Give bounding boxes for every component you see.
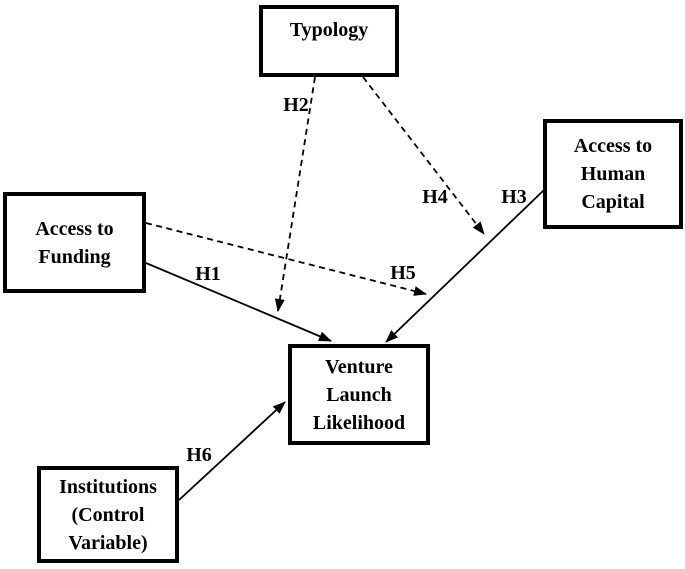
hypothesis-label-h5: H5	[390, 262, 416, 284]
node-typology-label: Typology	[289, 19, 369, 41]
arrow-h2-typology-to-h1-path	[274, 76, 316, 312]
node-typology: Typology	[259, 5, 399, 77]
hypothesis-label-h6: H6	[186, 444, 212, 466]
arrow-h1-funding-to-venture	[145, 262, 332, 342]
arrow-h6-institutions-to-venture	[178, 401, 286, 501]
hypothesis-label-h1: H1	[195, 263, 221, 285]
node-access-to-human-capital: Access to Human Capital	[543, 119, 683, 229]
node-institutions-control-variable-label: Institutions (Control Variable)	[59, 475, 157, 554]
node-access-to-funding-label: Access to Funding	[35, 217, 114, 268]
hypothesis-label-h2: H2	[283, 94, 309, 116]
arrow-h3-human-capital-to-venture	[385, 189, 545, 343]
arrow-h4-typology-to-h3-path	[362, 76, 485, 235]
node-venture-launch-likelihood: Venture Launch Likelihood	[288, 344, 430, 445]
node-venture-launch-likelihood-label: Venture Launch Likelihood	[312, 355, 406, 434]
hypothesis-label-h4: H4	[422, 186, 448, 208]
node-institutions-control-variable: Institutions (Control Variable)	[37, 466, 179, 563]
node-access-to-funding: Access to Funding	[3, 192, 146, 293]
hypothesis-label-h3: H3	[501, 186, 527, 208]
node-access-to-human-capital-label: Access to Human Capital	[573, 135, 653, 213]
